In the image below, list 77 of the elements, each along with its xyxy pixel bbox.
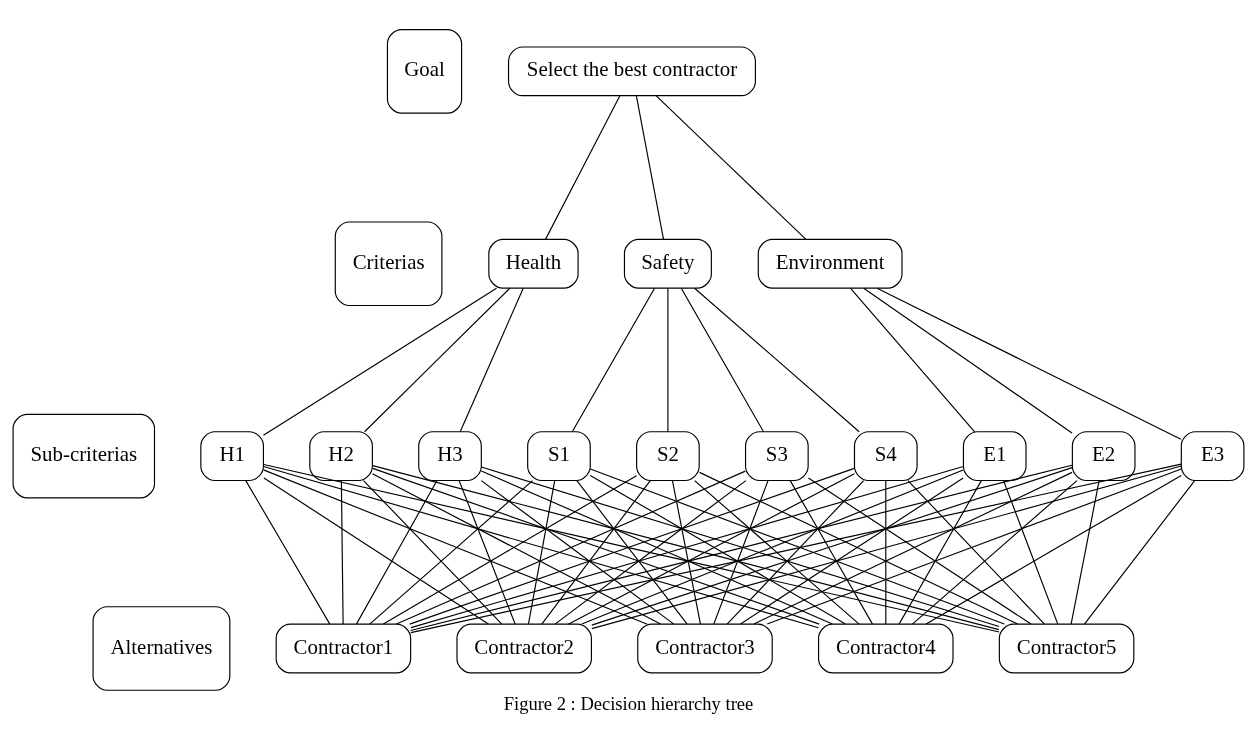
connector bbox=[655, 95, 807, 240]
node-box: S1 bbox=[527, 431, 591, 482]
node-box: H1 bbox=[200, 431, 264, 482]
connector bbox=[885, 480, 887, 625]
node-box: H2 bbox=[309, 431, 373, 482]
node-box: E3 bbox=[1180, 431, 1245, 482]
connector bbox=[571, 287, 656, 433]
node-box: Sub-criterias bbox=[12, 413, 156, 499]
node-box: Contractor5 bbox=[998, 623, 1135, 674]
connector bbox=[362, 480, 503, 625]
connector bbox=[459, 287, 524, 433]
connector bbox=[262, 469, 648, 625]
node-box: E1 bbox=[962, 431, 1027, 482]
node-box: Contractor3 bbox=[637, 623, 773, 674]
connector bbox=[480, 466, 1000, 628]
connector bbox=[541, 480, 651, 625]
node-box: Health bbox=[488, 238, 579, 289]
connector bbox=[544, 95, 621, 240]
connector bbox=[667, 287, 669, 433]
connector bbox=[263, 465, 819, 629]
node-box: S4 bbox=[853, 431, 918, 482]
connector bbox=[591, 467, 1073, 626]
connector bbox=[576, 480, 688, 625]
connector bbox=[876, 287, 1182, 440]
connector bbox=[766, 468, 1182, 625]
node-box: Goal bbox=[386, 29, 463, 114]
connector bbox=[263, 463, 1000, 633]
connector bbox=[395, 470, 746, 625]
node-box: S2 bbox=[636, 431, 700, 482]
connector bbox=[807, 477, 1032, 625]
node-box: E2 bbox=[1071, 431, 1136, 482]
connector bbox=[671, 480, 702, 625]
caption: Figure 2 : Decision hierarchy tree bbox=[503, 692, 754, 714]
connector bbox=[340, 480, 344, 625]
connector bbox=[898, 480, 982, 625]
connector bbox=[713, 480, 769, 625]
connector bbox=[740, 477, 964, 625]
connector bbox=[245, 480, 331, 625]
node-box: Contractor4 bbox=[818, 623, 954, 674]
connector bbox=[410, 464, 1073, 632]
node-box: Select the best contractor bbox=[507, 46, 756, 97]
node-box: Contractor2 bbox=[456, 623, 592, 674]
node-box: Environment bbox=[757, 238, 903, 289]
connector bbox=[410, 463, 1182, 634]
node-box: Safety bbox=[623, 238, 712, 289]
connector bbox=[263, 477, 489, 625]
connector bbox=[262, 287, 498, 436]
connector bbox=[1083, 480, 1196, 625]
connector bbox=[698, 471, 1019, 625]
connector bbox=[1070, 480, 1100, 625]
connector bbox=[554, 480, 747, 625]
connector bbox=[364, 287, 511, 433]
connector bbox=[789, 480, 874, 625]
connector bbox=[726, 480, 865, 625]
connector bbox=[458, 480, 516, 625]
connector bbox=[480, 470, 833, 625]
connector bbox=[635, 95, 665, 240]
node-box: S3 bbox=[744, 431, 809, 482]
connector bbox=[527, 480, 556, 625]
node-box: H3 bbox=[418, 431, 482, 482]
connector bbox=[1002, 480, 1059, 625]
connector bbox=[849, 287, 976, 433]
node-box: Criterias bbox=[334, 221, 443, 307]
connector bbox=[753, 471, 1073, 625]
node-box: Contractor1 bbox=[275, 623, 412, 674]
connector bbox=[369, 480, 534, 625]
connector bbox=[911, 480, 1078, 625]
node-box: Alternatives bbox=[92, 606, 231, 691]
connector bbox=[355, 480, 438, 625]
connector bbox=[907, 480, 1046, 625]
connector bbox=[480, 480, 675, 625]
connector bbox=[925, 474, 1182, 625]
connector bbox=[694, 287, 860, 433]
connector bbox=[694, 480, 860, 625]
connector bbox=[863, 287, 1073, 434]
connector bbox=[680, 287, 765, 433]
connector bbox=[591, 465, 1182, 630]
